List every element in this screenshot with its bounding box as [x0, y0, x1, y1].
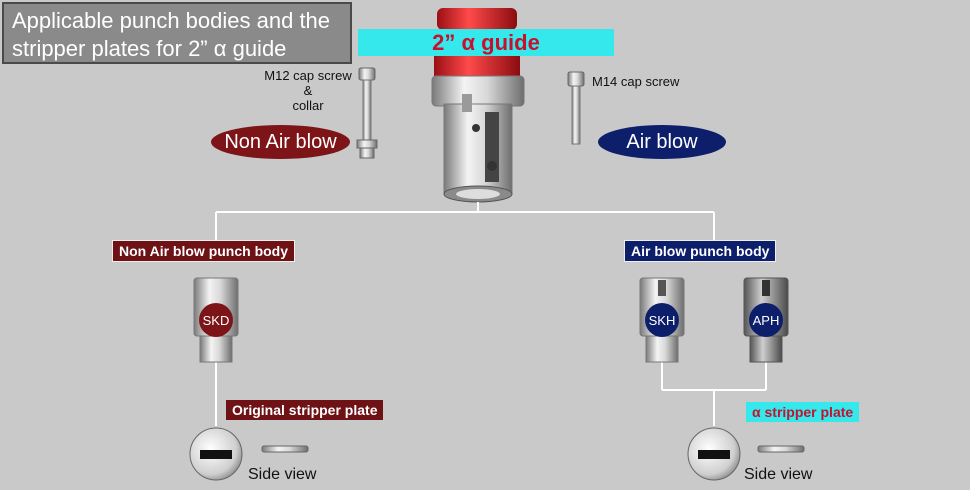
slide-title-line-1: Applicable punch bodies and the: [12, 8, 331, 33]
m12-label-line-3: collar: [292, 98, 324, 113]
skh-punch-body: [639, 277, 685, 363]
connector-lines: [215, 202, 767, 426]
aph-punch-body: [743, 277, 789, 363]
guide-assembly: [431, 8, 525, 203]
non-air-punch-body-tag: Non Air blow punch body: [112, 240, 296, 262]
alpha-stripper-plate-tag: α stripper plate: [746, 402, 860, 422]
m14-screw-illustration: [567, 71, 585, 145]
non-air-blow-oval: Non Air blow: [211, 125, 350, 159]
m12-screw-label: M12 cap screw & collar: [258, 68, 358, 113]
air-punch-body-tag: Air blow punch body: [624, 240, 777, 262]
m12-label-line-2: &: [303, 83, 313, 98]
m12-label-line-1: M12 cap screw: [264, 68, 352, 83]
alpha-stripper-plate: [687, 427, 805, 481]
skh-label: SKH: [649, 313, 676, 328]
side-view-label-left: Side view: [248, 466, 317, 483]
original-stripper-plate-tag: Original stripper plate: [226, 400, 384, 420]
slide-title: Applicable punch bodies and the stripper…: [2, 2, 352, 64]
original-stripper-plate: [189, 427, 309, 481]
guide-banner: 2” α guide: [358, 29, 614, 56]
air-blow-oval: Air blow: [598, 125, 726, 159]
aph-label: APH: [753, 313, 780, 328]
slide-title-line-2: stripper plates for 2” α guide: [12, 36, 287, 61]
side-view-label-right: Side view: [744, 466, 813, 483]
m14-screw-label: M14 cap screw: [592, 74, 680, 89]
skd-punch-body: [193, 277, 239, 363]
skd-label: SKD: [203, 313, 230, 328]
m12-screw-illustration: [356, 67, 378, 159]
